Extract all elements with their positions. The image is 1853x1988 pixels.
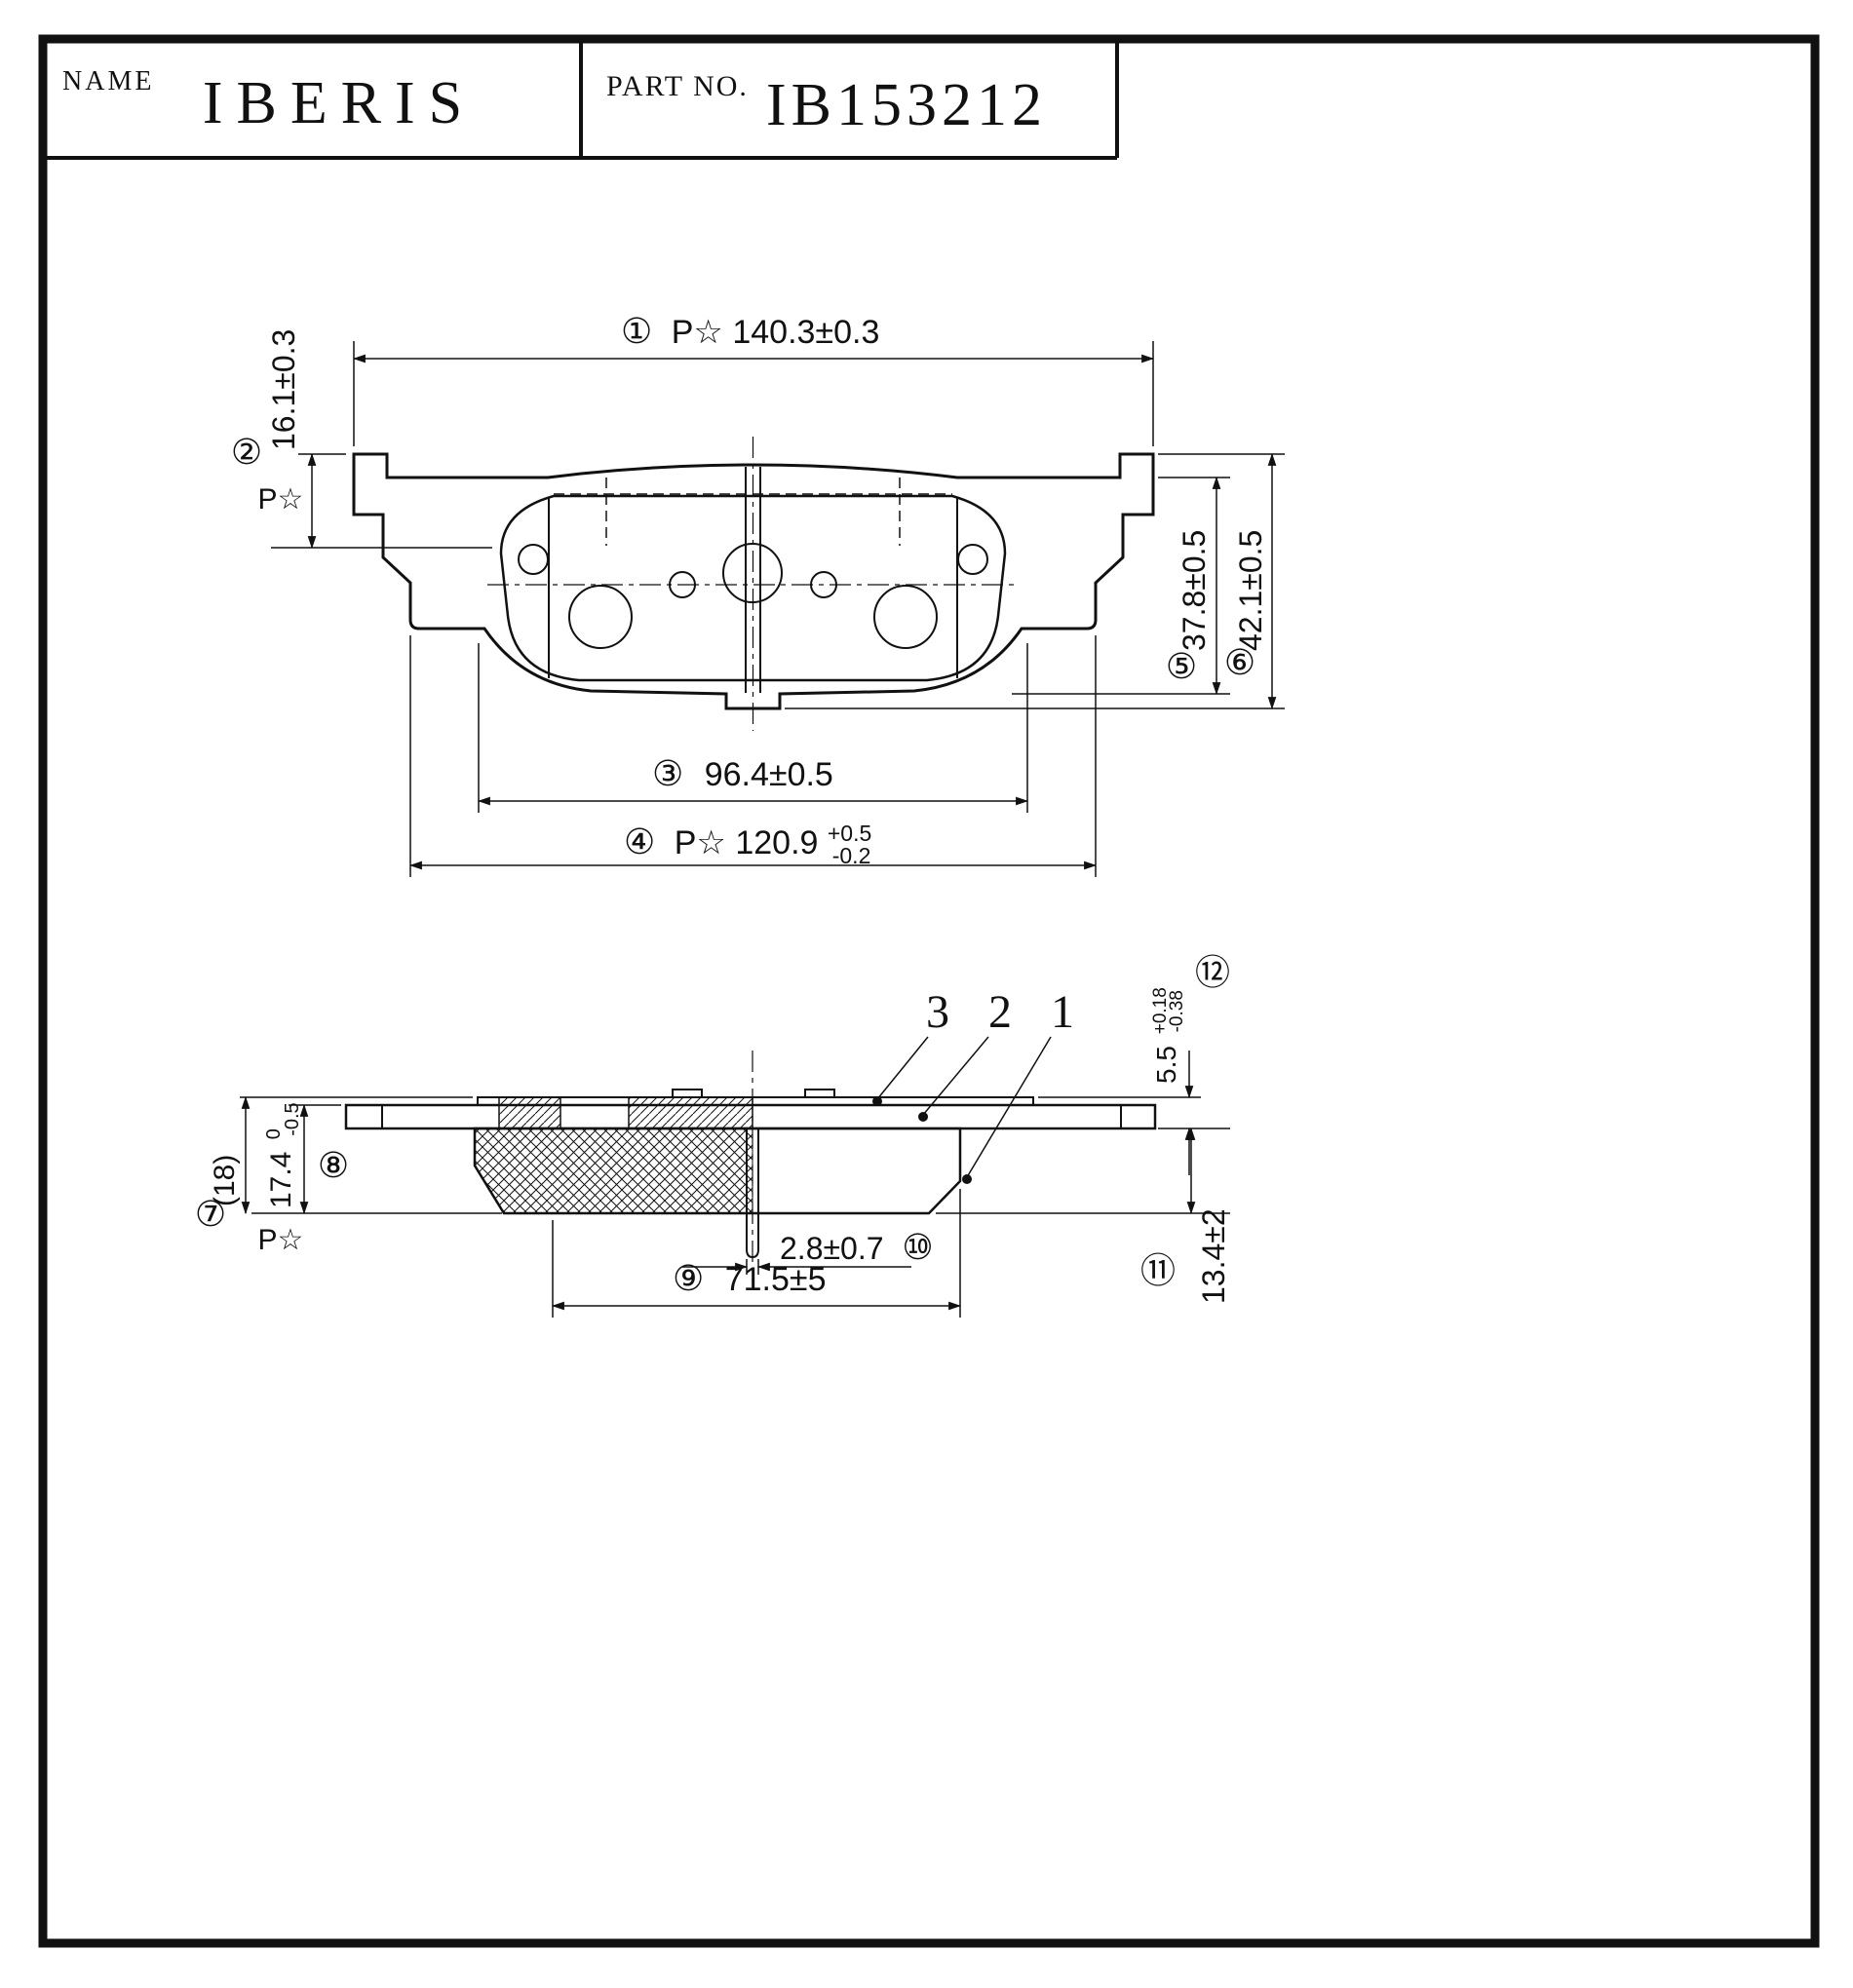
part-no-label: PART NO. [606, 70, 749, 102]
leader-dot-3 [872, 1096, 882, 1106]
dim-label-13-4: 13.4±2 [1196, 1208, 1231, 1304]
dim-label-5-5: 5.5 +0.18 -0.38 [1141, 979, 1187, 1084]
leader-3 [876, 1036, 929, 1100]
dim-label-16-1: 16.1±0.3 [266, 329, 301, 450]
dim-label-120-9: ④ P☆ 120.9 +0.5 -0.2 [624, 812, 881, 868]
part-number: IB153212 [766, 72, 1047, 138]
leader-dot-2 [918, 1112, 928, 1122]
dim-badge-12: ⑫ [1195, 953, 1230, 993]
hole-large-left [568, 585, 633, 649]
dim-label-96-4: ③ 96.4±0.5 [652, 754, 833, 794]
dim-label-37-8: 37.8±0.5 [1177, 530, 1212, 651]
side-view: 3 2 1 [344, 986, 1157, 1282]
leader-dot-1 [962, 1174, 972, 1184]
part-name: IBERIS [203, 70, 476, 136]
dim-datum-bottom: ⑦ P☆ [195, 1195, 502, 1256]
datum-p-star-side: P☆ [258, 1224, 304, 1256]
section-plate-hatch-left [498, 1096, 561, 1129]
dim-total-height-42-1: 42.1±0.5 ⑥ [785, 452, 1285, 710]
hole-outer-left [518, 544, 549, 575]
dim-pad-height-37-8: 37.8±0.5 ⑤ [1012, 476, 1230, 696]
friction-pad-outline [499, 494, 1007, 682]
dim-badge-7: ⑦ [195, 1195, 226, 1235]
dim-thickness-17-4-and-18: (18) 17.4 0 -0.5 ⑧ [209, 1095, 473, 1215]
shim-tab-right [804, 1089, 835, 1098]
dim-shim-plate-5-5: 5.5 +0.18 -0.38 ⑫ [1038, 953, 1230, 1175]
datum-p-star-front: P☆ [258, 483, 304, 516]
dim-friction-13-4: 13.4±2 ⑪ [936, 1127, 1231, 1304]
shim-tab-left [672, 1089, 703, 1098]
dim-label-2-8: 2.8±0.7 ⑩ [780, 1228, 934, 1268]
sheet-border [38, 34, 1820, 1948]
dim-badge-5: ⑤ [1166, 647, 1197, 687]
section-plate-hatch-right [628, 1096, 753, 1129]
name-label: NAME [62, 66, 154, 96]
dim-height-16-1: ② 16.1±0.3 P☆ [231, 329, 492, 550]
dim-plate-width-120-9: ④ P☆ 120.9 +0.5 -0.2 [408, 635, 1098, 877]
leader-1 [966, 1036, 1052, 1178]
dim-label-140-3: ① P☆ 140.3±0.3 [621, 312, 879, 352]
title-block: NAME IBERIS PART NO. IB153212 [43, 39, 1119, 160]
dim-overall-width-140-3: ① P☆ 140.3±0.3 [352, 312, 1155, 446]
backing-plate-outline [352, 452, 1155, 710]
hole-outer-right [957, 544, 988, 575]
dim-badge-11: ⑪ [1140, 1251, 1176, 1291]
dim-label-17-4: 17.4 0 -0.5 [254, 1102, 303, 1208]
hole-large-right [873, 585, 938, 649]
dim-badge-6: ⑥ [1224, 643, 1255, 683]
layer-label-1: 1 [1051, 986, 1074, 1038]
dim-label-18: (18) [209, 1155, 241, 1206]
layer-label-3: 3 [926, 986, 949, 1038]
dim-pin-2-8: 2.8±0.7 ⑩ [682, 1228, 934, 1275]
layer-label-2: 2 [988, 986, 1012, 1038]
section-crosshatch [474, 1128, 753, 1214]
front-view [352, 437, 1155, 731]
leader-2 [922, 1036, 989, 1116]
dim-badge-2: ② [231, 433, 262, 473]
dim-badge-8: ⑧ [318, 1146, 349, 1186]
dim-pad-width-96-4: ③ 96.4±0.5 [477, 643, 1029, 813]
dim-label-42-1: 42.1±0.5 [1233, 530, 1268, 651]
